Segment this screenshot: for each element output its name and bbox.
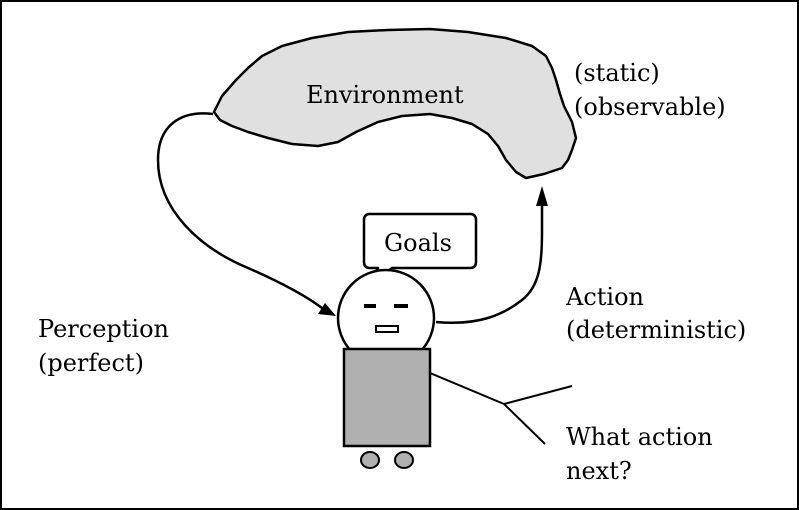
action-arrow (435, 206, 544, 324)
agent-left-foot (360, 451, 380, 469)
agent-mouth (375, 325, 399, 333)
environment-shape (212, 27, 578, 180)
question-line-1: What action (566, 423, 713, 451)
perception-label: Perception (38, 315, 169, 343)
action-arrowhead (536, 186, 548, 206)
perception-arrowhead (318, 303, 336, 316)
action-qualifier: (deterministic) (566, 316, 747, 344)
agent-body (342, 347, 432, 448)
environment-property-observable: (observable) (574, 93, 726, 121)
agent-finger-upper (503, 385, 573, 405)
perception-qualifier: (perfect) (38, 349, 144, 377)
agent-finger-lower (503, 403, 546, 445)
question-line-2: next? (566, 457, 632, 485)
action-label: Action (566, 283, 644, 311)
goals-label: Goals (384, 229, 452, 257)
agent-right-foot (394, 451, 414, 469)
environment-property-static: (static) (574, 59, 660, 87)
environment-label: Environment (306, 81, 464, 109)
perception-arrow (156, 112, 323, 310)
agent-arm (429, 372, 505, 405)
